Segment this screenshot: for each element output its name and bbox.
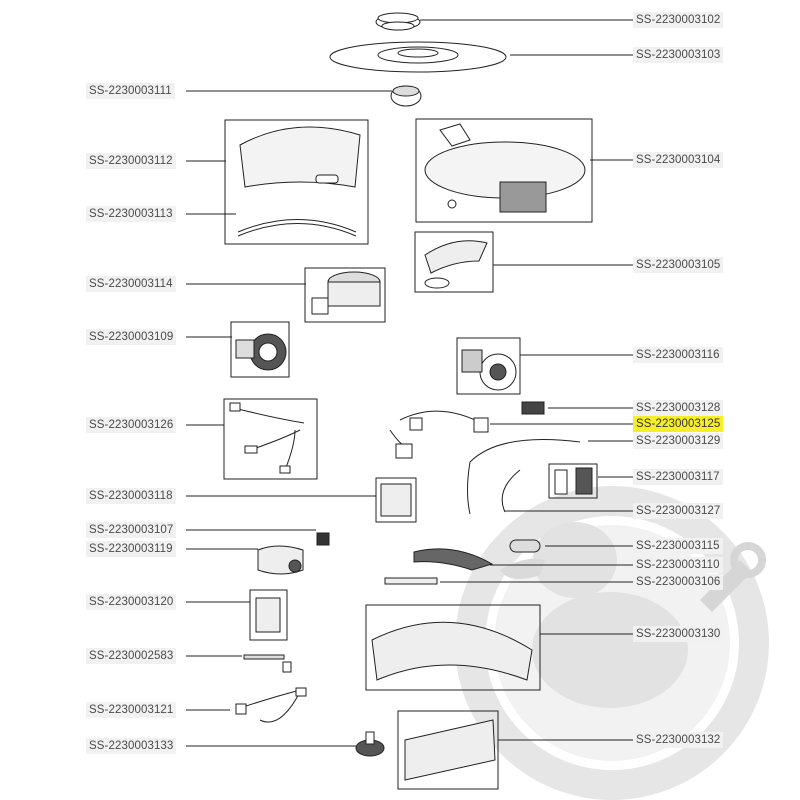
part-chassis-top-icon: [424, 123, 586, 213]
part-brush-housing-icon: [424, 240, 488, 289]
label-part-2230003125-highlighted[interactable]: SS-2230003125: [633, 416, 724, 432]
label-part-2230003111[interactable]: SS-2230003111: [86, 83, 175, 99]
leader-lines-right: [420, 19, 633, 741]
label-part-2230003115[interactable]: SS-2230003115: [633, 538, 723, 554]
label-part-2230003117[interactable]: SS-2230003117: [633, 469, 723, 485]
part-wire-harness-icon: [229, 402, 305, 474]
part-wire-harness-main-icon: [389, 410, 489, 459]
part-battery-cable-icon: [235, 687, 307, 723]
part-sketches: [229, 12, 593, 781]
label-part-2230003128[interactable]: SS-2230003128: [633, 400, 724, 416]
label-part-2230003121[interactable]: SS-2230003121: [86, 702, 177, 718]
part-bumper-sensor-icon: [390, 85, 422, 107]
label-part-2230003113[interactable]: SS-2230003113: [86, 206, 176, 222]
part-top-cover-disc-icon: [329, 41, 507, 73]
part-flat-cable-icon: [467, 439, 581, 515]
part-main-pcb-icon: [413, 548, 494, 571]
part-switch-icon: [521, 401, 545, 415]
label-part-2230003114[interactable]: SS-2230003114: [86, 276, 176, 292]
label-part-2230003110[interactable]: SS-2230003110: [633, 557, 723, 573]
part-sensor-board-icon: [380, 483, 412, 517]
part-base-chassis-icon: [371, 621, 533, 681]
part-small-board-icon: [255, 597, 281, 633]
part-roller-icon: [509, 539, 541, 553]
label-part-2230003132[interactable]: SS-2230003132: [633, 732, 724, 748]
part-top-cap-icon: [375, 12, 421, 31]
part-sensor-strip-icon: [243, 654, 292, 673]
label-part-2230003104[interactable]: SS-2230003104: [633, 152, 724, 168]
part-wheel-right-icon: [461, 349, 517, 391]
label-part-2230003118[interactable]: SS-2230003118: [86, 488, 176, 504]
label-part-2230003119[interactable]: SS-2230003119: [86, 541, 176, 557]
label-part-2230003102[interactable]: SS-2230003102: [633, 12, 724, 28]
label-part-2230003129[interactable]: SS-2230003129: [633, 433, 724, 449]
part-frames: [223, 118, 598, 790]
label-part-2230003133[interactable]: SS-2230003133: [86, 738, 177, 754]
label-part-2230003103[interactable]: SS-2230003103: [633, 47, 724, 63]
part-cliff-sensor-icon: [257, 545, 304, 575]
label-part-2230003107[interactable]: SS-2230003107: [86, 522, 177, 538]
label-part-2230003112[interactable]: SS-2230003112: [86, 153, 176, 169]
part-pcb-board-icon: [554, 467, 593, 495]
label-part-2230003116[interactable]: SS-2230003116: [633, 347, 723, 363]
label-part-2230003106[interactable]: SS-2230003106: [633, 574, 724, 590]
label-part-2230003109[interactable]: SS-2230003109: [86, 329, 177, 345]
label-part-2230003126[interactable]: SS-2230003126: [86, 417, 177, 433]
label-part-2230003120[interactable]: SS-2230003120: [86, 594, 177, 610]
label-part-2230003127[interactable]: SS-2230003127: [633, 503, 724, 519]
part-strip-icon: [384, 577, 438, 585]
label-part-2230002583[interactable]: SS-2230002583: [86, 648, 177, 664]
label-part-2230003130[interactable]: SS-2230003130: [633, 626, 724, 642]
part-bottom-cover-icon: [404, 719, 496, 781]
part-caster-wheel-icon: [355, 731, 385, 757]
part-fan-motor-icon: [311, 271, 381, 315]
label-part-2230003105[interactable]: SS-2230003105: [633, 257, 724, 273]
part-connector-icon: [316, 532, 330, 546]
leader-lines-left: [186, 90, 392, 747]
part-bumper-ring-icon: [237, 126, 361, 237]
part-wheel-left-icon: [235, 333, 287, 371]
